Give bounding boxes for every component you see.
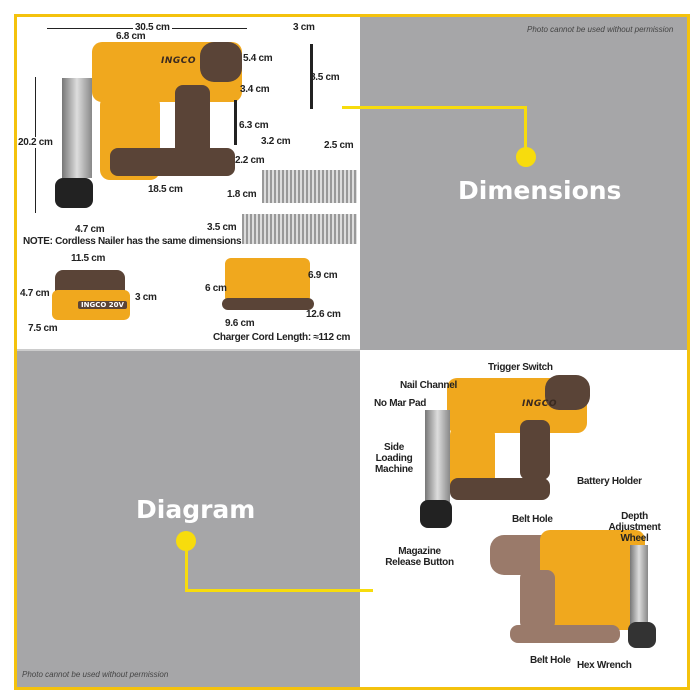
label-depth-adjustment: Depth Adjustment Wheel: [608, 511, 661, 544]
wrench-small-image: [234, 100, 237, 145]
dim-battery-length: 11.5 cm: [71, 253, 106, 264]
label-belt-hole-2: Belt Hole: [530, 655, 571, 666]
staples-image: [262, 170, 357, 203]
connector-line: [524, 106, 527, 156]
frame: [14, 14, 690, 690]
dim-nails: 3.5 cm: [207, 222, 237, 233]
label-trigger-switch: Trigger Switch: [488, 362, 553, 373]
dim-key-height: 3.2 cm: [261, 136, 291, 147]
dim-battery-side: 3 cm: [135, 292, 157, 303]
battery-brand-label: INGCO 20V: [78, 301, 127, 309]
dim-charger-depth: 12.6 cm: [306, 309, 341, 320]
dim-wrench-small-height: 6.3 cm: [239, 120, 269, 131]
brand-logo-diagram: INGCO: [522, 399, 558, 409]
dim-top-width: 6.8 cm: [116, 31, 146, 42]
watermark-top: Photo cannot be used without permission: [527, 25, 674, 34]
dim-staples: 1.8 cm: [227, 189, 257, 200]
connector-dot: [516, 147, 536, 167]
dim-charger-height: 6 cm: [205, 283, 227, 294]
dim-height: 20.2 cm: [18, 137, 53, 148]
connector-line: [342, 106, 527, 109]
label-magazine-release: Magazine Release Button: [385, 546, 454, 568]
dim-wrench-small-width: 3.4 cm: [240, 84, 270, 95]
charger-cord-length: Charger Cord Length: ≈112 cm: [213, 332, 351, 343]
diagram-panel: [17, 350, 360, 687]
panel-divider: [17, 349, 360, 351]
label-no-mar-pad: No Mar Pad: [374, 398, 427, 409]
dimensions-title: Dimensions: [458, 176, 622, 205]
dim-wrench-large-width: 3 cm: [293, 22, 315, 33]
label-battery-holder: Battery Holder: [577, 476, 642, 487]
diagram-title: Diagram: [136, 495, 256, 524]
label-hex-wrench: Hex Wrench: [577, 660, 632, 671]
connector-line: [185, 540, 188, 592]
wrench-large-image: [310, 44, 313, 109]
dim-battery-depth: 7.5 cm: [28, 323, 58, 334]
nails-image: [242, 214, 357, 244]
label-side-loading: Side Loading Machine: [375, 442, 413, 475]
dim-battery-height: 4.7 cm: [20, 288, 50, 299]
dim-base-height: 2.2 cm: [235, 155, 265, 166]
label-nail-channel: Nail Channel: [400, 380, 457, 391]
label-belt-hole: Belt Hole: [512, 514, 553, 525]
watermark-bottom: Photo cannot be used without permission: [22, 670, 169, 679]
dim-rear-height: 5.4 cm: [243, 53, 273, 64]
dim-nose-width: 4.7 cm: [75, 224, 105, 235]
dim-charger-width: 9.6 cm: [225, 318, 255, 329]
note: NOTE: Cordless Nailer has the same dimen…: [23, 236, 242, 247]
brand-logo: INGCO: [161, 56, 197, 66]
dim-base-length: 18.5 cm: [148, 184, 183, 195]
connector-line: [185, 589, 373, 592]
dim-length: 30.5 cm: [133, 22, 172, 33]
dim-charger-rear: 6.9 cm: [308, 270, 338, 281]
dim-pin-height: 2.5 cm: [324, 140, 354, 151]
dimensions-panel: [360, 17, 687, 350]
dim-wrench-large-height: 8.5 cm: [310, 72, 340, 83]
